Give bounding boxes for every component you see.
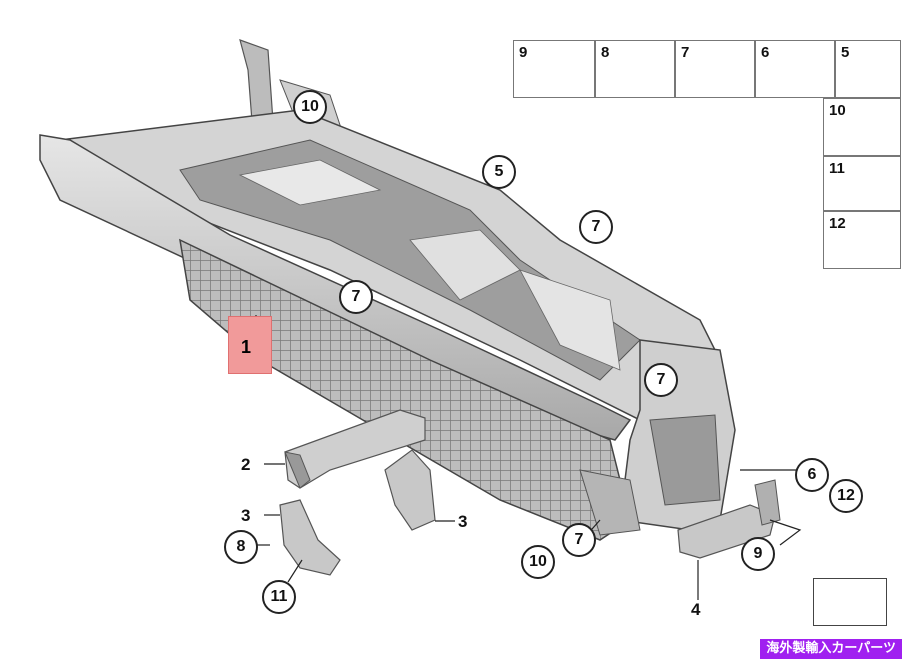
- bracket-3-right: [384, 449, 436, 531]
- legend-num-7: 7: [681, 44, 690, 61]
- callout-12: 12: [829, 479, 863, 513]
- legend-cell-12: 12: [823, 211, 901, 269]
- main-part-highlight: 1: [228, 316, 272, 374]
- callout-7-center: 7: [339, 280, 373, 314]
- legend-cell-11: 11: [823, 156, 901, 211]
- console-carrier: [39, 39, 736, 541]
- bracket-3-left: [279, 499, 341, 576]
- legend-cell-8: 8: [595, 40, 675, 98]
- callout-5: 5: [482, 155, 516, 189]
- watermark-badge: 海外製輸入カーパーツ: [760, 639, 902, 659]
- callout-9: 9: [741, 537, 775, 571]
- legend-num-9: 9: [519, 44, 528, 61]
- callout-10-top: 10: [293, 90, 327, 124]
- legend-cell-7: 7: [675, 40, 755, 98]
- part-label-3-right: 3: [458, 512, 468, 531]
- part-label-3-left: 3: [241, 506, 251, 525]
- inset-box: [813, 578, 887, 626]
- legend-num-8: 8: [601, 44, 610, 61]
- legend-num-12: 12: [829, 215, 846, 232]
- bracket-2: [284, 409, 426, 489]
- callout-8: 8: [224, 530, 258, 564]
- bracket-4: [677, 479, 781, 559]
- legend-cell-5: 5: [835, 40, 901, 98]
- callout-11: 11: [262, 580, 296, 614]
- part-label-2: 2: [241, 455, 251, 474]
- callout-10-bottom: 10: [521, 545, 555, 579]
- main-part-label: 1: [241, 337, 252, 357]
- legend-num-5: 5: [841, 44, 850, 61]
- legend-cell-10: 10: [823, 98, 901, 156]
- part-label-4: 4: [691, 600, 701, 619]
- legend-num-10: 10: [829, 102, 846, 119]
- legend-num-11: 11: [829, 160, 845, 177]
- legend-num-6: 6: [761, 44, 770, 61]
- callout-7-bottom: 7: [562, 523, 596, 557]
- callout-7-lower: 7: [644, 363, 678, 397]
- callout-7-right: 7: [579, 210, 613, 244]
- callout-6: 6: [795, 458, 829, 492]
- legend-cell-6: 6: [755, 40, 835, 98]
- legend-cell-9: 9: [513, 40, 595, 98]
